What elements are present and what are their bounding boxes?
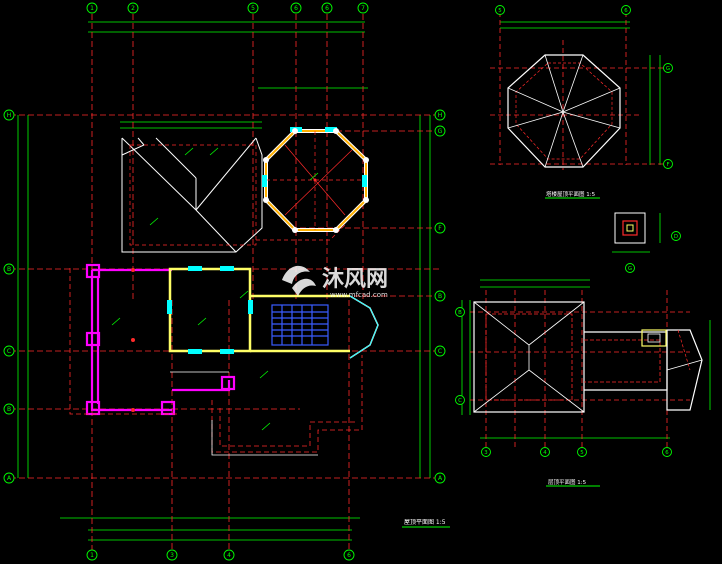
octagon-roof-plan: 塔楼屋顶平面图 1:5 [490,12,668,253]
axis-bubble: G [625,263,635,273]
axis-bubble-label: 3 [484,450,487,456]
axis-bubble: A [434,472,446,484]
annotation-ticks [111,147,319,431]
axis-bubble: C [434,345,446,357]
magenta-walls [85,263,236,416]
axis-bubble: D [671,231,681,241]
axis-bubble: 6 [621,5,631,15]
axis-bubble: 5 [577,447,587,457]
octagon-plan-title: 塔楼屋顶平面图 1:5 [546,190,596,198]
axis-bubble: H [3,109,15,121]
bay-window [349,295,379,359]
watermark-url: www.mfcad.com [330,291,388,299]
axis-bubble: 1 [86,549,98,561]
axis-bubble: 6 [290,2,302,14]
axis-bubble: 7 [357,2,369,14]
eave-dashed [129,144,346,246]
axis-bubble-label: 1 [90,5,94,12]
axis-bubble: G [663,63,673,73]
axis-bubble-label: 6 [624,8,628,14]
axis-bubble-label: C [458,398,462,404]
roof-plan: 层顶平面图 1:5 [461,279,711,487]
room-windows [167,266,253,354]
axis-bubble-label: 5 [580,450,583,456]
axis-bubble-label: 6 [347,552,351,559]
axis-bubble-label: 1 [90,552,94,559]
axis-bubble: C [455,395,465,405]
axis-bubble-label: A [7,475,12,482]
axis-bubble: 5 [495,5,505,15]
axis-bubble-label: C [7,348,11,355]
axis-bubble: 2 [127,2,139,14]
axis-bubble-label: C [438,348,442,355]
roof-plan-title: 层顶平面图 1:5 [548,478,587,486]
axis-bubble: 4 [540,447,550,457]
axis-bubble-label: 2 [131,5,135,12]
axis-bubble-label: F [666,162,669,168]
axis-bubble-label: 4 [543,450,547,456]
axis-bubble: B [455,307,465,317]
axis-bubble-label: 6 [325,5,329,12]
axis-bubble: B [3,263,15,275]
axis-bubble-label: 4 [227,552,231,559]
axis-bubble-label: A [438,475,443,482]
markers [131,178,317,412]
staircase [271,304,329,346]
axis-bubble-label: D [674,234,678,240]
axis-bubble: 3 [166,549,178,561]
axis-bubble-label: 6 [294,5,298,12]
axis-bubble: 6 [321,2,333,14]
axis-bubble-label: B [7,266,11,273]
axis-bubble-label: 6 [665,450,669,456]
axis-bubble: C [3,345,15,357]
axis-bubble: 1 [86,2,98,14]
axis-bubble: A [3,472,15,484]
axis-bubble: F [663,159,673,169]
axis-bubble-label: H [7,112,12,119]
watermark-logo-icon [282,265,316,296]
axis-bubble-label: 3 [170,552,174,559]
axis-bubble: 3 [481,447,491,457]
watermark-brand: 沐风网 [322,267,388,292]
watermark: 沐风网 www.mfcad.com [282,265,388,299]
axis-bubble: F [434,222,446,234]
dimension-lines [17,21,431,541]
tower-octagon [262,127,369,233]
lower-white-outline [170,371,318,456]
main-plan-title: 屋顶平面图 1:5 [404,519,446,526]
axis-bubble-label: B [438,293,442,300]
axis-bubble: 6 [662,447,672,457]
axis-bubble: 6 [343,549,355,561]
axis-bubble: 4 [223,549,235,561]
axis-bubble-label: B [7,406,11,413]
axis-bubble-label: H [438,112,443,119]
axis-bubble: B [434,290,446,302]
axis-bubble-label: G [666,66,670,72]
axis-bubble-label: G [628,266,632,272]
axis-bubble-label: B [458,310,462,316]
axis-bubble: B [3,403,15,415]
axis-bubble-label: 5 [498,8,501,14]
axis-bubble-label: F [438,225,442,232]
axis-bubble-label: 7 [361,5,365,12]
axis-bubble-label: 5 [251,5,255,12]
main-plan: 屋顶平面图 1:5 [10,14,450,550]
axis-bubble-label: G [438,128,443,135]
axis-bubble: G [434,125,446,137]
axis-bubble: H [434,109,446,121]
axis-bubble: 5 [247,2,259,14]
